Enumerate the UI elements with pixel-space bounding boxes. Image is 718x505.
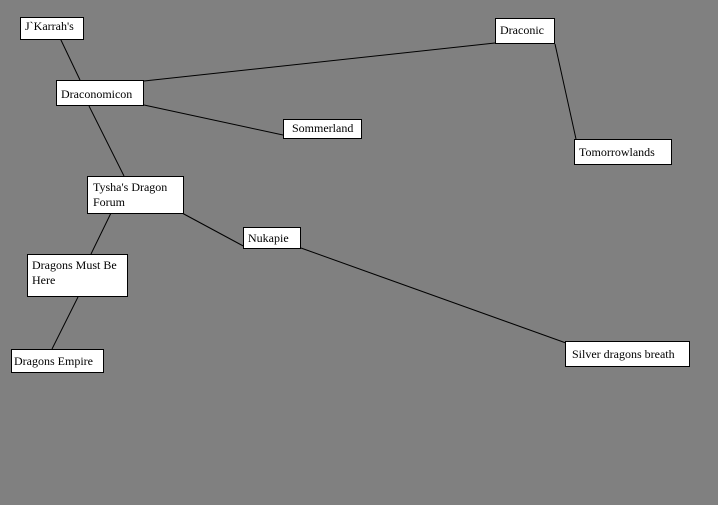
- edge-tysha-nukapie: [181, 212, 248, 249]
- edge-dragons_must_be_here-dragons_empire: [51, 296, 79, 350]
- edge-draconomicon-tysha: [88, 105, 125, 177]
- node-dragons-must-be-here[interactable]: Dragons Must Be Here: [27, 254, 128, 297]
- edge-jkarrah-draconomicon: [59, 37, 81, 81]
- node-nukapie[interactable]: Nukapie: [243, 227, 301, 249]
- node-dragons-empire[interactable]: Dragons Empire: [11, 349, 104, 373]
- node-draconic[interactable]: Draconic: [495, 18, 555, 44]
- edge-tysha-dragons_must_be_here: [90, 212, 112, 255]
- node-sommerland[interactable]: Sommerland: [283, 119, 362, 139]
- edge-draconic-tomorrowlands: [554, 43, 577, 140]
- edge-nukapie-silver_dragons: [300, 247, 567, 344]
- node-silver-dragons-breath[interactable]: Silver dragons breath: [565, 341, 690, 367]
- edge-draconomicon-draconic: [143, 42, 496, 82]
- node-tyshas-dragon-forum[interactable]: Tysha's Dragon Forum: [87, 176, 184, 214]
- edge-draconomicon-sommerland: [143, 104, 284, 136]
- node-draconomicon[interactable]: Draconomicon: [56, 80, 144, 106]
- node-jkarrahs[interactable]: J`Karrah's: [20, 17, 84, 40]
- node-tomorrowlands[interactable]: Tomorrowlands: [574, 139, 672, 165]
